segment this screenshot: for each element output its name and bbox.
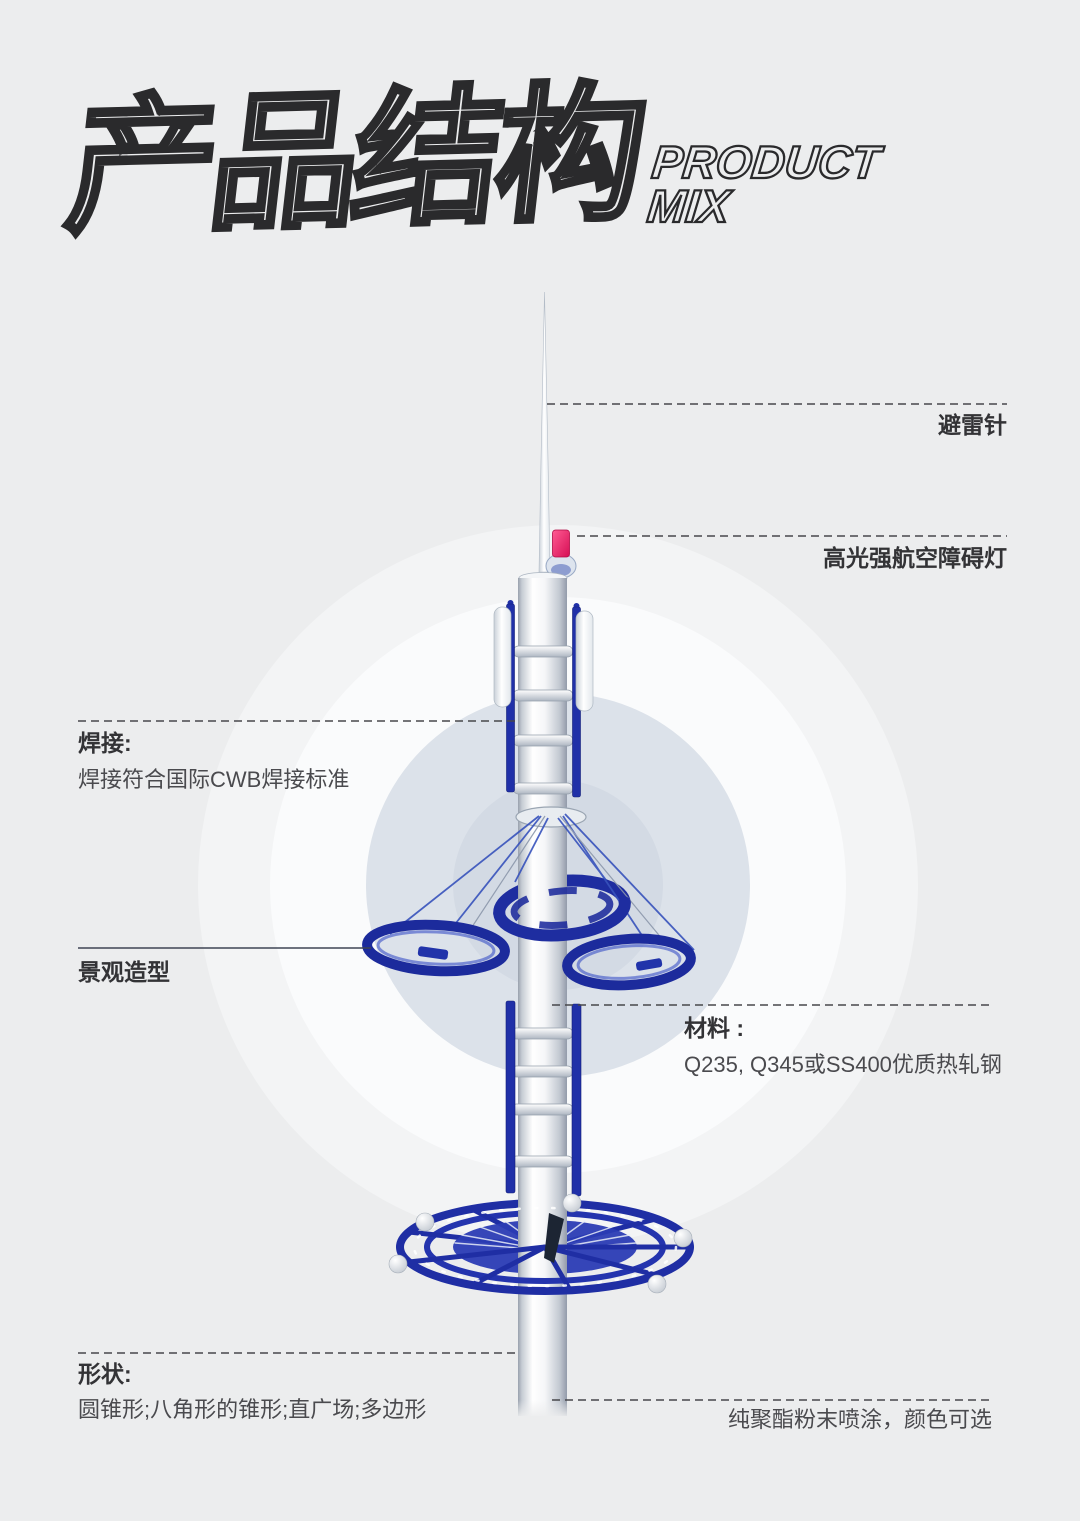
cable-collar — [515, 806, 587, 828]
pole-bottom-fade — [505, 1400, 580, 1418]
welding-heading: 焊接: — [78, 730, 132, 756]
shape-callout: 形状: 圆锥形;八角形的锥形;直广场;多边形 — [78, 1355, 426, 1424]
aviation-obstruction-light — [545, 529, 577, 579]
landscape-label: 景观造型 — [78, 959, 170, 985]
shape-desc: 圆锥形;八角形的锥形;直广场;多边形 — [78, 1397, 427, 1422]
antenna-mounts-upper — [493, 600, 594, 798]
page-title-en-line2: MIX — [644, 179, 734, 233]
aviation-light-label: 高光强航空障碍灯 — [823, 545, 1007, 571]
material-desc: Q235, Q345或SS400优质热轧钢 — [684, 1052, 1002, 1077]
page-title-en-line1: PRODUCT — [648, 135, 883, 189]
shape-heading: 形状: — [78, 1361, 132, 1387]
lightning-rod-label: 避雷针 — [938, 412, 1007, 438]
coating-label: 纯聚酯粉末喷涂，颜色可选 — [727, 1407, 992, 1432]
page-title-en: PRODUCT MIX — [644, 135, 884, 233]
lightning-rod — [538, 291, 551, 573]
material-heading: 材料 : — [684, 1015, 745, 1041]
welding-desc: 焊接符合国际CWB焊接标准 — [78, 767, 350, 792]
pole — [518, 572, 568, 1416]
welding-callout: 焊接: 焊接符合国际CWB焊接标准 — [78, 724, 349, 794]
page-title-cn: 产品结构 — [57, 69, 651, 254]
platform-wheel-front — [388, 1193, 694, 1295]
suspension-cables — [389, 813, 695, 951]
decorative-rings — [362, 887, 696, 991]
antenna-mounts-lower — [505, 1000, 582, 1197]
callout-lines — [78, 403, 1007, 1401]
pole-collars-lower — [510, 1027, 574, 1168]
material-callout: 材料 : Q235, Q345或SS400优质热轧钢 — [684, 1009, 1002, 1079]
